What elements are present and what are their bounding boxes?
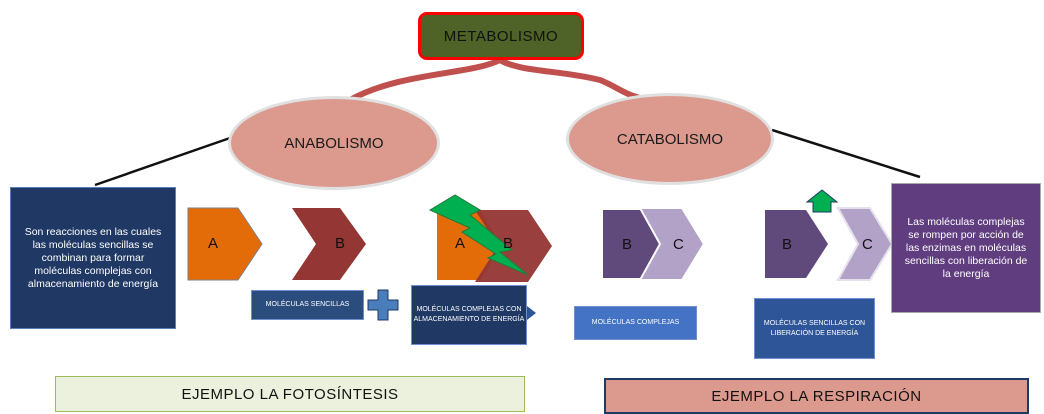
ejemplo-respiracion-box: EJEMPLO LA RESPIRACIÓN: [604, 378, 1029, 414]
anabolismo-definition-text: Son reacciones en las cuales las molécul…: [24, 225, 162, 290]
anabolismo-label: ANABOLISMO: [284, 134, 384, 152]
chevron-c-cata: [638, 207, 706, 281]
plus-icon: [367, 289, 399, 321]
catabolismo-ellipse: CATABOLISMO: [566, 93, 774, 185]
chevron-a: [187, 207, 263, 281]
catabolismo-definition-text: Las moléculas complejas se rompen por ac…: [904, 215, 1028, 280]
anabolismo-definition: Son reacciones en las cuales las molécul…: [10, 187, 176, 329]
catabolismo-line: [771, 128, 921, 179]
chevron-c-separated: [836, 207, 894, 281]
ejemplo-respiracion-text: EJEMPLO LA RESPIRACIÓN: [711, 387, 922, 405]
moleculas-sencillas-text: MOLÉCULAS SENCILLAS: [265, 301, 350, 308]
lightning-icon: [428, 194, 529, 276]
chevron-b-combined: [475, 210, 552, 282]
catabolismo-label: CATABOLISMO: [616, 130, 724, 148]
chevron-b: [292, 208, 366, 280]
moleculas-sencillas-liberacion-box: MOLÉCULAS SENCILLAS CON LIBERACIÓN DE EN…: [754, 298, 875, 359]
arrow-right-small-icon: [527, 306, 536, 320]
moleculas-complejas-almacenamiento-text: MOLÉCULAS COMPLEJAS CON ALMACENAMIENTO D…: [413, 306, 525, 323]
ejemplo-fotosintesis-box: EJEMPLO LA FOTOSÍNTESIS: [55, 376, 525, 412]
title-box: METABOLISMO: [418, 12, 584, 60]
anabolismo-ellipse: ANABOLISMO: [228, 96, 440, 190]
catabolismo-definition: Las moléculas complejas se rompen por ac…: [891, 183, 1041, 313]
moleculas-complejas-box: MOLÉCULAS COMPLEJAS: [574, 306, 697, 340]
moleculas-complejas-text: MOLÉCULAS COMPLEJAS: [591, 319, 680, 326]
left-brace-connector: [348, 57, 502, 103]
right-brace-connector: [498, 57, 651, 103]
moleculas-sencillas-liberacion-text: MOLÉCULAS SENCILLAS CON LIBERACIÓN DE EN…: [763, 319, 866, 337]
moleculas-sencillas-box: MOLÉCULAS SENCILLAS: [251, 290, 364, 320]
up-arrow-icon: [805, 189, 839, 213]
chevron-b-separated: [765, 210, 828, 278]
title-label: METABOLISMO: [443, 27, 559, 45]
ejemplo-fotosintesis-text: EJEMPLO LA FOTOSÍNTESIS: [181, 385, 399, 403]
anabolismo-line: [94, 136, 231, 187]
moleculas-complejas-almacenamiento-box: MOLÉCULAS COMPLEJAS CON ALMACENAMIENTO D…: [411, 285, 527, 345]
